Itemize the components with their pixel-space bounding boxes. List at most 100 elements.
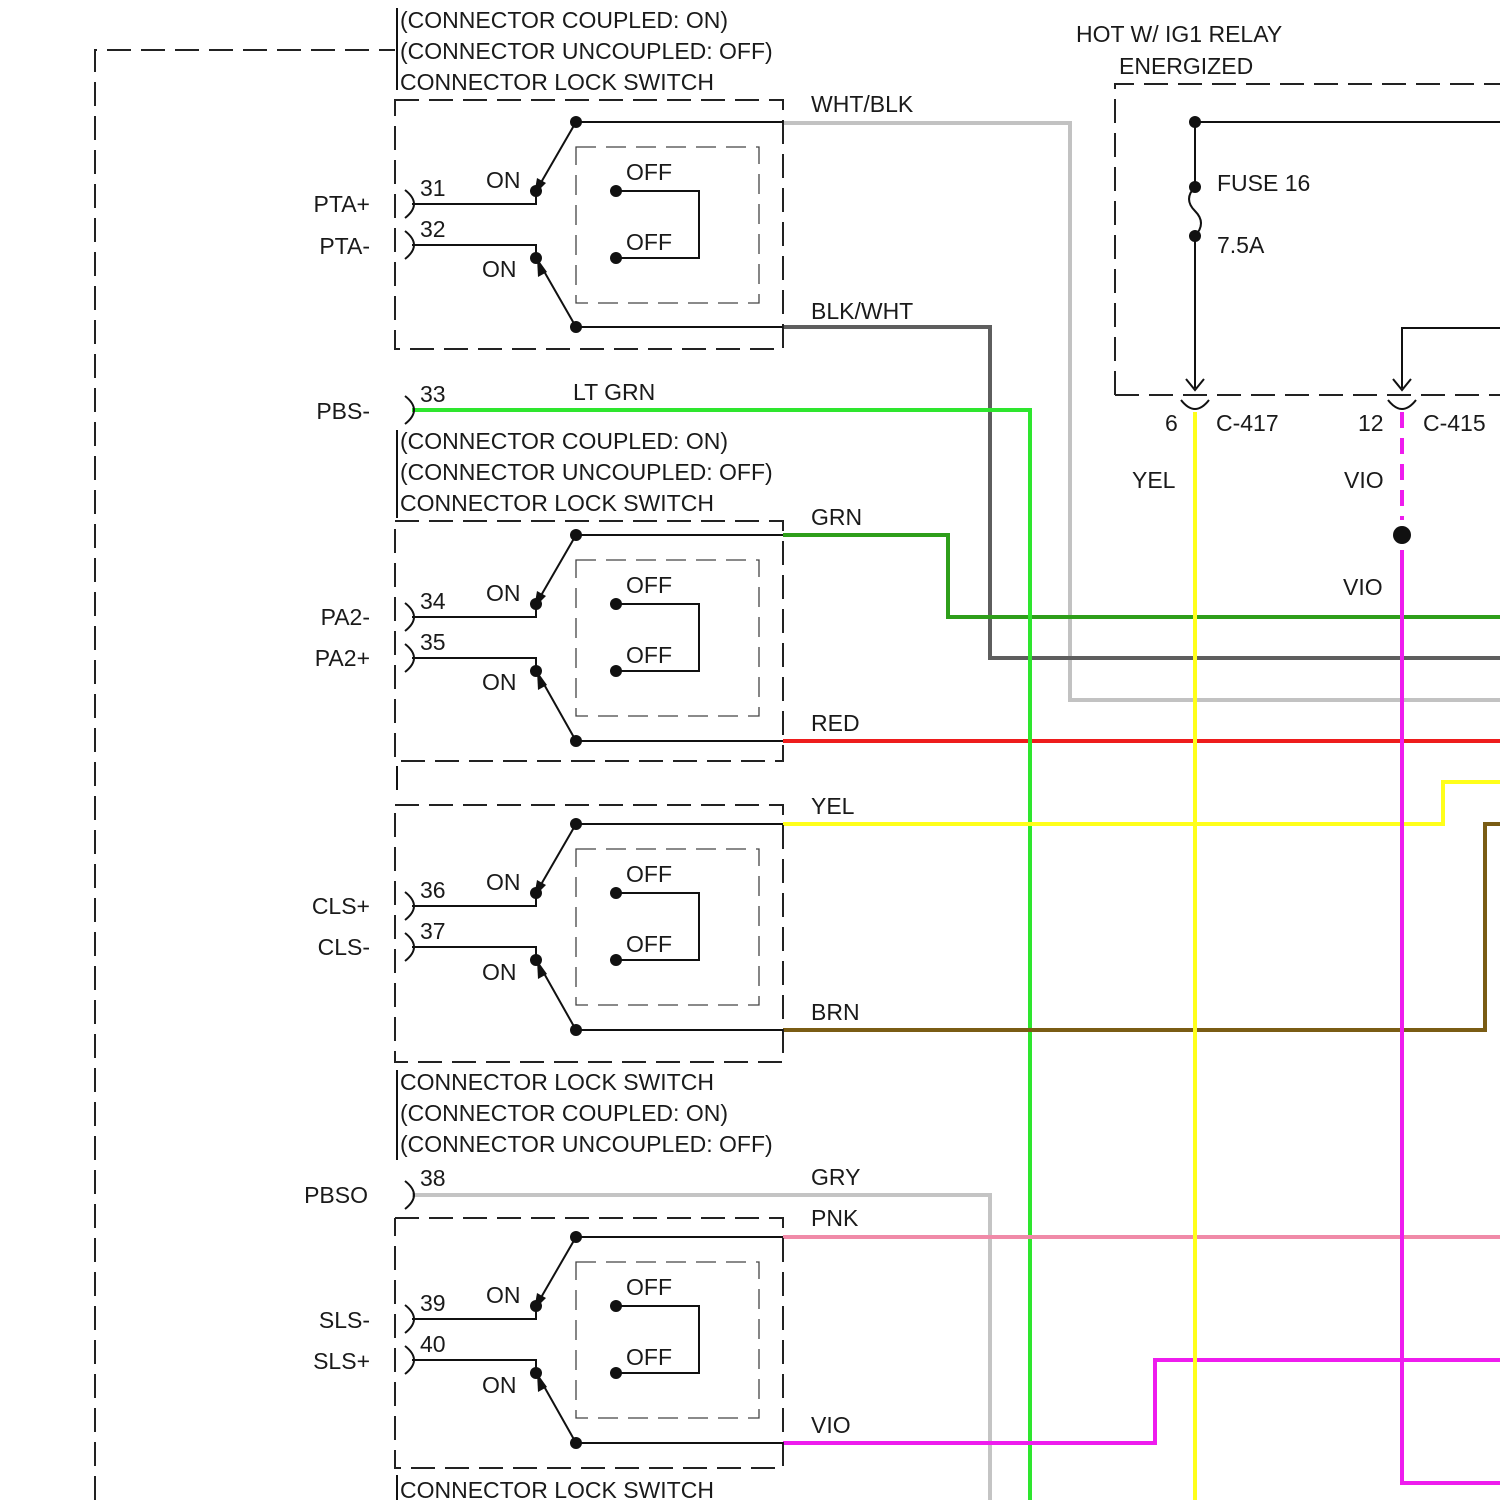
pin35-label: PA2+ [315,645,370,671]
switch3-off-contact-1 [610,887,622,899]
wire-lt-grn [412,410,1030,1500]
switch3-lower-pivot [570,1024,582,1036]
switch4-on-lower: ON [482,1372,517,1398]
pin35-lead [412,658,536,671]
wire-label-pnk: PNK [811,1205,859,1231]
switch1-on-upper: ON [486,167,521,193]
switch3-off-upper: OFF [626,861,672,887]
pin34-label: PA2- [321,604,370,630]
pin32-lead [412,245,536,258]
fuse-rating: 7.5A [1217,232,1265,258]
c417-connector-icon [1181,400,1209,409]
wire-label-brn: BRN [811,999,860,1025]
pin40-lead [412,1360,536,1373]
pin36-number: 36 [420,877,446,903]
switch1-lock-text: CONNECTOR LOCK SWITCH [400,69,714,95]
switch1-on-lower: ON [482,256,517,282]
pin31-number: 31 [420,175,446,201]
switch2-lower-pivot [570,735,582,747]
switch2-on-upper: ON [486,580,521,606]
c415-feed [1402,328,1500,388]
switch3-uncoupled-text: (CONNECTOR UNCOUPLED: OFF) [400,1131,773,1157]
wire-label-lt-grn: LT GRN [573,379,655,405]
wire-label-vio: VIO [811,1412,851,1438]
switch4-box [395,1218,783,1468]
switch3-off-lower: OFF [626,931,672,957]
wire-yel-switch [783,782,1500,824]
switch2-lower-blade [541,679,783,741]
switch4-off-upper: OFF [626,1274,672,1300]
wire-label-gry: GRY [811,1164,860,1190]
switch3-lock-text: CONNECTOR LOCK SWITCH [400,1069,714,1095]
c415-connector-icon [1388,400,1416,409]
pin39-label: SLS- [319,1307,370,1333]
switch1-coupled-text: (CONNECTOR COUPLED: ON) [400,7,728,33]
pin39-number: 39 [420,1290,446,1316]
c415-pin: 12 [1358,410,1384,436]
pin34-number: 34 [420,588,446,614]
wire-label-blk-wht: BLK/WHT [811,298,913,324]
pin38-number: 38 [420,1165,446,1191]
wire-vio-switch [783,1360,1500,1443]
switch2-upper-pivot [570,529,582,541]
switch1-lower-blade [541,266,783,327]
switch2-box [395,521,783,761]
wire-label-yel: YEL [811,793,855,819]
power-title-line2: ENERGIZED [1119,53,1253,79]
switch1-uncoupled-text: (CONNECTOR UNCOUPLED: OFF) [400,38,773,64]
switch2-off-upper: OFF [626,572,672,598]
pin40-number: 40 [420,1331,446,1357]
switch3-upper-pivot [570,818,582,830]
switch4-lower-blade [541,1381,783,1443]
switch3-lower-blade [541,968,783,1030]
pin40-label: SLS+ [313,1348,370,1374]
pin38-label: PBSO [304,1182,368,1208]
switch2-lock-text: CONNECTOR LOCK SWITCH [400,490,714,516]
switch4-off-lower: OFF [626,1344,672,1370]
switch3-box [395,805,783,1062]
switch3-off-contact-2 [610,954,622,966]
wire-gry [412,1195,990,1500]
pin37-lead [412,947,536,960]
switch1-off-lower: OFF [626,229,672,255]
wire-label-wht-blk: WHT/BLK [811,91,914,117]
c415-wire-label: VIO [1344,467,1384,493]
wire-grn [783,535,1500,617]
pin35-number: 35 [420,629,446,655]
switch2-off-contact-2 [610,665,622,677]
switch3-on-upper: ON [486,869,521,895]
switch1-off-upper: OFF [626,159,672,185]
switch4-on-upper: ON [486,1282,521,1308]
vio-wire-label-lower: VIO [1343,574,1383,600]
c417-name: C-417 [1216,410,1279,436]
c415-name: C-415 [1423,410,1486,436]
power-box-boundary [1115,84,1500,395]
pin32-label: PTA- [319,233,370,259]
switch3-on-lower: ON [482,959,517,985]
switch4-upper-pivot [570,1231,582,1243]
module-boundary [95,50,395,1500]
switch2-on-lower: ON [482,669,517,695]
wire-label-grn: GRN [811,504,862,530]
wire-brn [783,824,1500,1030]
wire-label-red: RED [811,710,860,736]
pin33-label: PBS- [316,398,370,424]
pin32-number: 32 [420,216,446,242]
switch4-off-contact-1 [610,1300,622,1312]
pin36-label: CLS+ [312,893,370,919]
switch4-lock-text: CONNECTOR LOCK SWITCH [400,1477,714,1500]
switch1-off-contact-1 [610,185,622,197]
pin33-number: 33 [420,381,446,407]
pin37-label: CLS- [318,934,370,960]
switch2-off-lower: OFF [626,642,672,668]
switch3-coupled-text: (CONNECTOR COUPLED: ON) [400,1100,728,1126]
switch2-coupled-text: (CONNECTOR COUPLED: ON) [400,428,728,454]
switch2-off-contact-1 [610,598,622,610]
c417-wire-label: YEL [1132,467,1176,493]
switch4-off-contact-2 [610,1367,622,1379]
switch1-upper-pivot [570,116,582,128]
switch1-lower-pivot [570,321,582,333]
switch1-box [395,100,783,349]
c417-pin: 6 [1165,410,1178,436]
